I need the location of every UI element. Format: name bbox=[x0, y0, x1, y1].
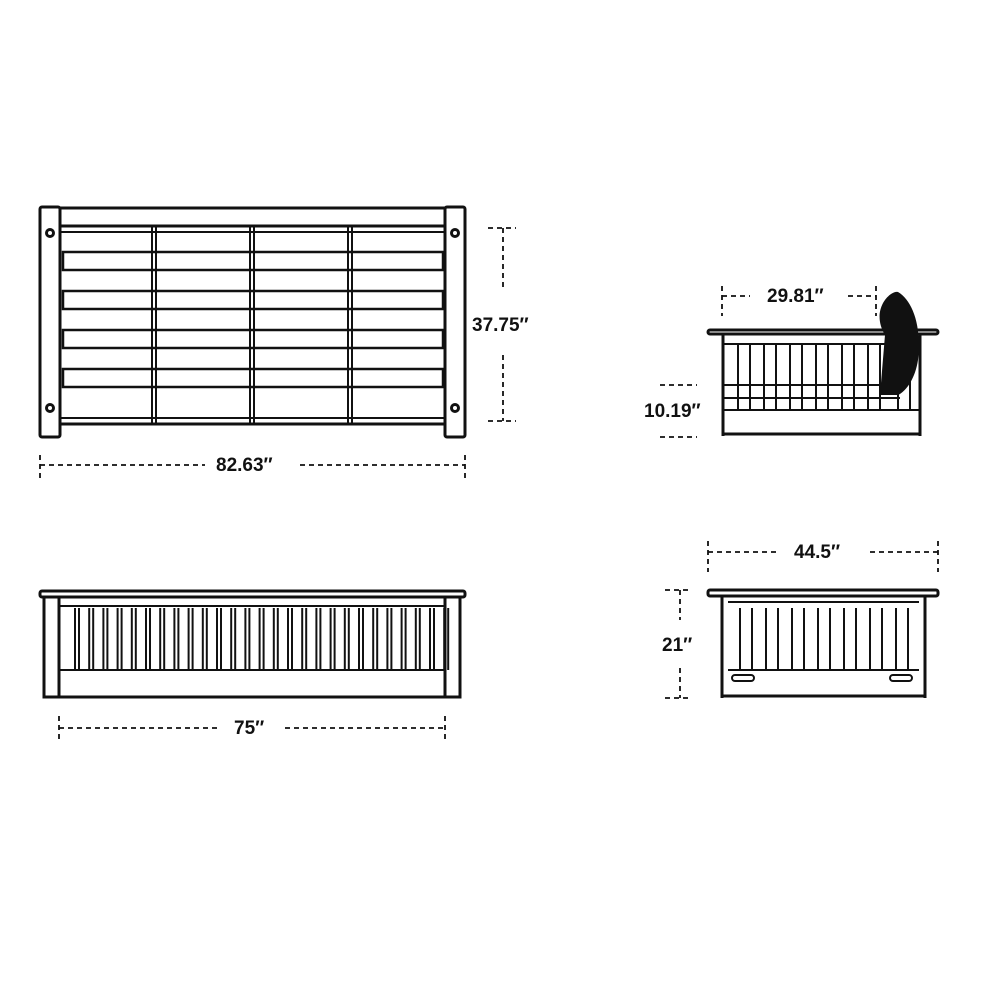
seat-height-label: 10.19″ bbox=[644, 401, 701, 422]
top-view-drawing bbox=[38, 205, 467, 439]
top-width-label: 82.63″ bbox=[216, 455, 273, 476]
front-view-drawing bbox=[38, 589, 467, 699]
end-width-label: 44.5″ bbox=[794, 542, 841, 563]
side-view-drawing bbox=[706, 291, 940, 436]
top-depth-label: 37.75″ bbox=[472, 315, 529, 336]
front-width-label: 75″ bbox=[234, 718, 265, 739]
side-depth-label: 29.81″ bbox=[767, 286, 824, 307]
end-height-label: 21″ bbox=[662, 635, 693, 656]
end-view-drawing bbox=[706, 588, 940, 698]
